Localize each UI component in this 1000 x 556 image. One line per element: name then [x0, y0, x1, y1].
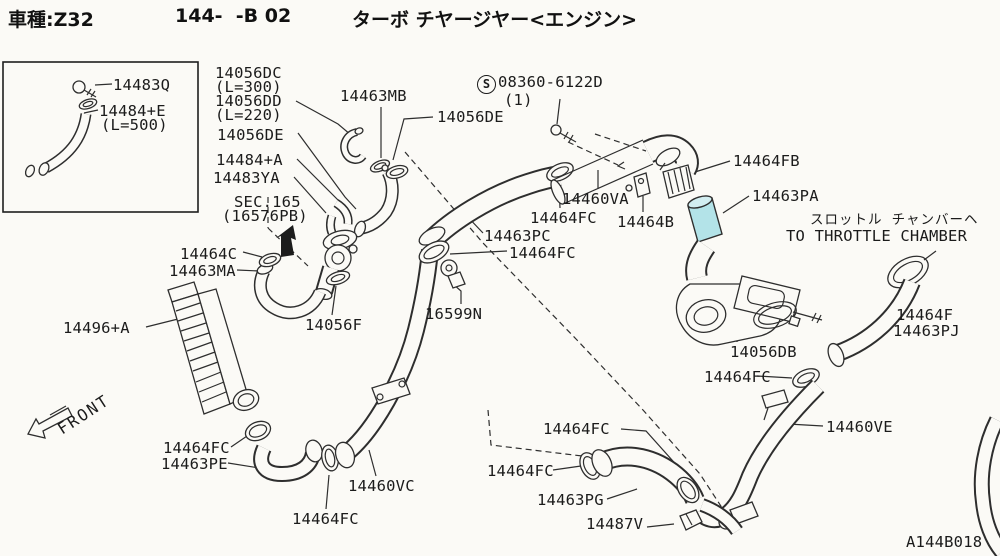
part-label-14464b: 14464B: [617, 213, 675, 231]
section-ref-line1: SEC.165: [234, 193, 301, 211]
part-label-14056db: 14056DB: [730, 343, 797, 361]
inset-box: [2, 61, 199, 213]
vehicle-model: 車種:Z32: [8, 9, 94, 31]
section-ref-line2: (16576PB): [222, 207, 308, 225]
pipe-14460va: [550, 124, 699, 205]
part-label-14056de-1: 14056DE: [217, 126, 284, 144]
construction-dashed-lines: [267, 133, 731, 521]
part-label-14463pj: 14463PJ: [893, 322, 960, 340]
front-arrow: [27, 405, 73, 439]
drawing-code: A144B018: [906, 533, 983, 551]
part-label-14483q: 14483Q: [113, 76, 171, 94]
pipe-14460ve: [691, 379, 825, 529]
hose-14463pc: [418, 162, 574, 264]
part-label-14460ve: 14460VE: [826, 418, 893, 436]
part-label-14056dd: 14056DD: [215, 92, 282, 110]
part-label-14464fc-3: 14464FC: [704, 368, 771, 386]
hose-14463pg-group: [579, 446, 759, 536]
part-label-14056dc: 14056DC: [215, 64, 282, 82]
part-label-14463pe: 14463PE: [161, 455, 228, 473]
screw-qty: (1): [504, 91, 533, 109]
hose-14463pe-group: [244, 420, 339, 483]
part-label-l300: (L=300): [215, 78, 282, 96]
part-label-14056de-2: 14056DE: [437, 108, 504, 126]
part-label-14463mb: 14463MB: [340, 87, 407, 105]
page-title: ターボ チヤージヤー<エンジン>: [352, 9, 638, 31]
valve-assembly: [313, 199, 358, 301]
part-label-16599n: 16599N: [425, 305, 483, 323]
part-label-14464fc-7: 14464FC: [487, 462, 554, 480]
hose-14463pj-group: [792, 250, 937, 388]
part-label-14464fc-1: 14464FC: [530, 209, 597, 227]
part-label-14464fb: 14464FB: [733, 152, 800, 170]
page-code: 144- -B 02: [175, 5, 292, 27]
part-label-l220: (L=220): [215, 106, 282, 124]
part-label-14464fc-2: 14464FC: [509, 244, 576, 262]
part-label-14463ma: 14463MA: [169, 262, 236, 280]
screw-symbol-icon: S: [477, 75, 496, 94]
pipe-14460vc: [334, 249, 439, 469]
sensor-16599n: [440, 259, 466, 289]
part-label-14464fc-4: 14464FC: [163, 439, 230, 457]
part-label-l500: (L=500): [101, 116, 168, 134]
screw-part-number: 08360-6122D: [498, 73, 603, 91]
part-label-14460va: 14460VA: [562, 190, 629, 208]
hose-14463ma: [253, 252, 327, 320]
part-label-14463pc: 14463PC: [484, 227, 551, 245]
part-label-14464fc-6: 14464FC: [543, 420, 610, 438]
highlighted-part-14463pa[interactable]: [687, 194, 723, 243]
clamp-14464fb: [659, 162, 695, 199]
intercooler: [167, 281, 260, 415]
part-label-14056f: 14056F: [305, 316, 363, 334]
part-label-14464fc-5: 14464FC: [292, 510, 359, 528]
hose-14056dd: [340, 127, 367, 164]
part-label-14487v: 14487V: [586, 515, 644, 533]
part-label-14464f: 14464F: [896, 306, 954, 324]
elbow-tube-14056de: [353, 159, 409, 238]
part-label-14483ya: 14483YA: [213, 169, 280, 187]
throttle-chamber-assembly: [675, 239, 823, 346]
bracket-14464b: [625, 172, 651, 198]
pipe-right-edge: [973, 416, 1000, 556]
throttle-note-jp: スロットル チャンバーヘ: [810, 212, 979, 228]
part-label-14460vc: 14460VC: [348, 477, 415, 495]
part-label-14484pa: 14484+A: [216, 151, 283, 169]
part-label-14484pe: 14484+E: [99, 102, 166, 120]
part-label-14463pa: 14463PA: [752, 187, 819, 205]
part-label-14496pa: 14496+A: [63, 319, 130, 337]
throttle-note-en: TO THROTTLE CHAMBER: [786, 227, 968, 245]
part-label-14464c: 14464C: [180, 245, 238, 263]
part-label-14463pg: 14463PG: [537, 491, 604, 509]
sec-arrow: [276, 225, 296, 257]
